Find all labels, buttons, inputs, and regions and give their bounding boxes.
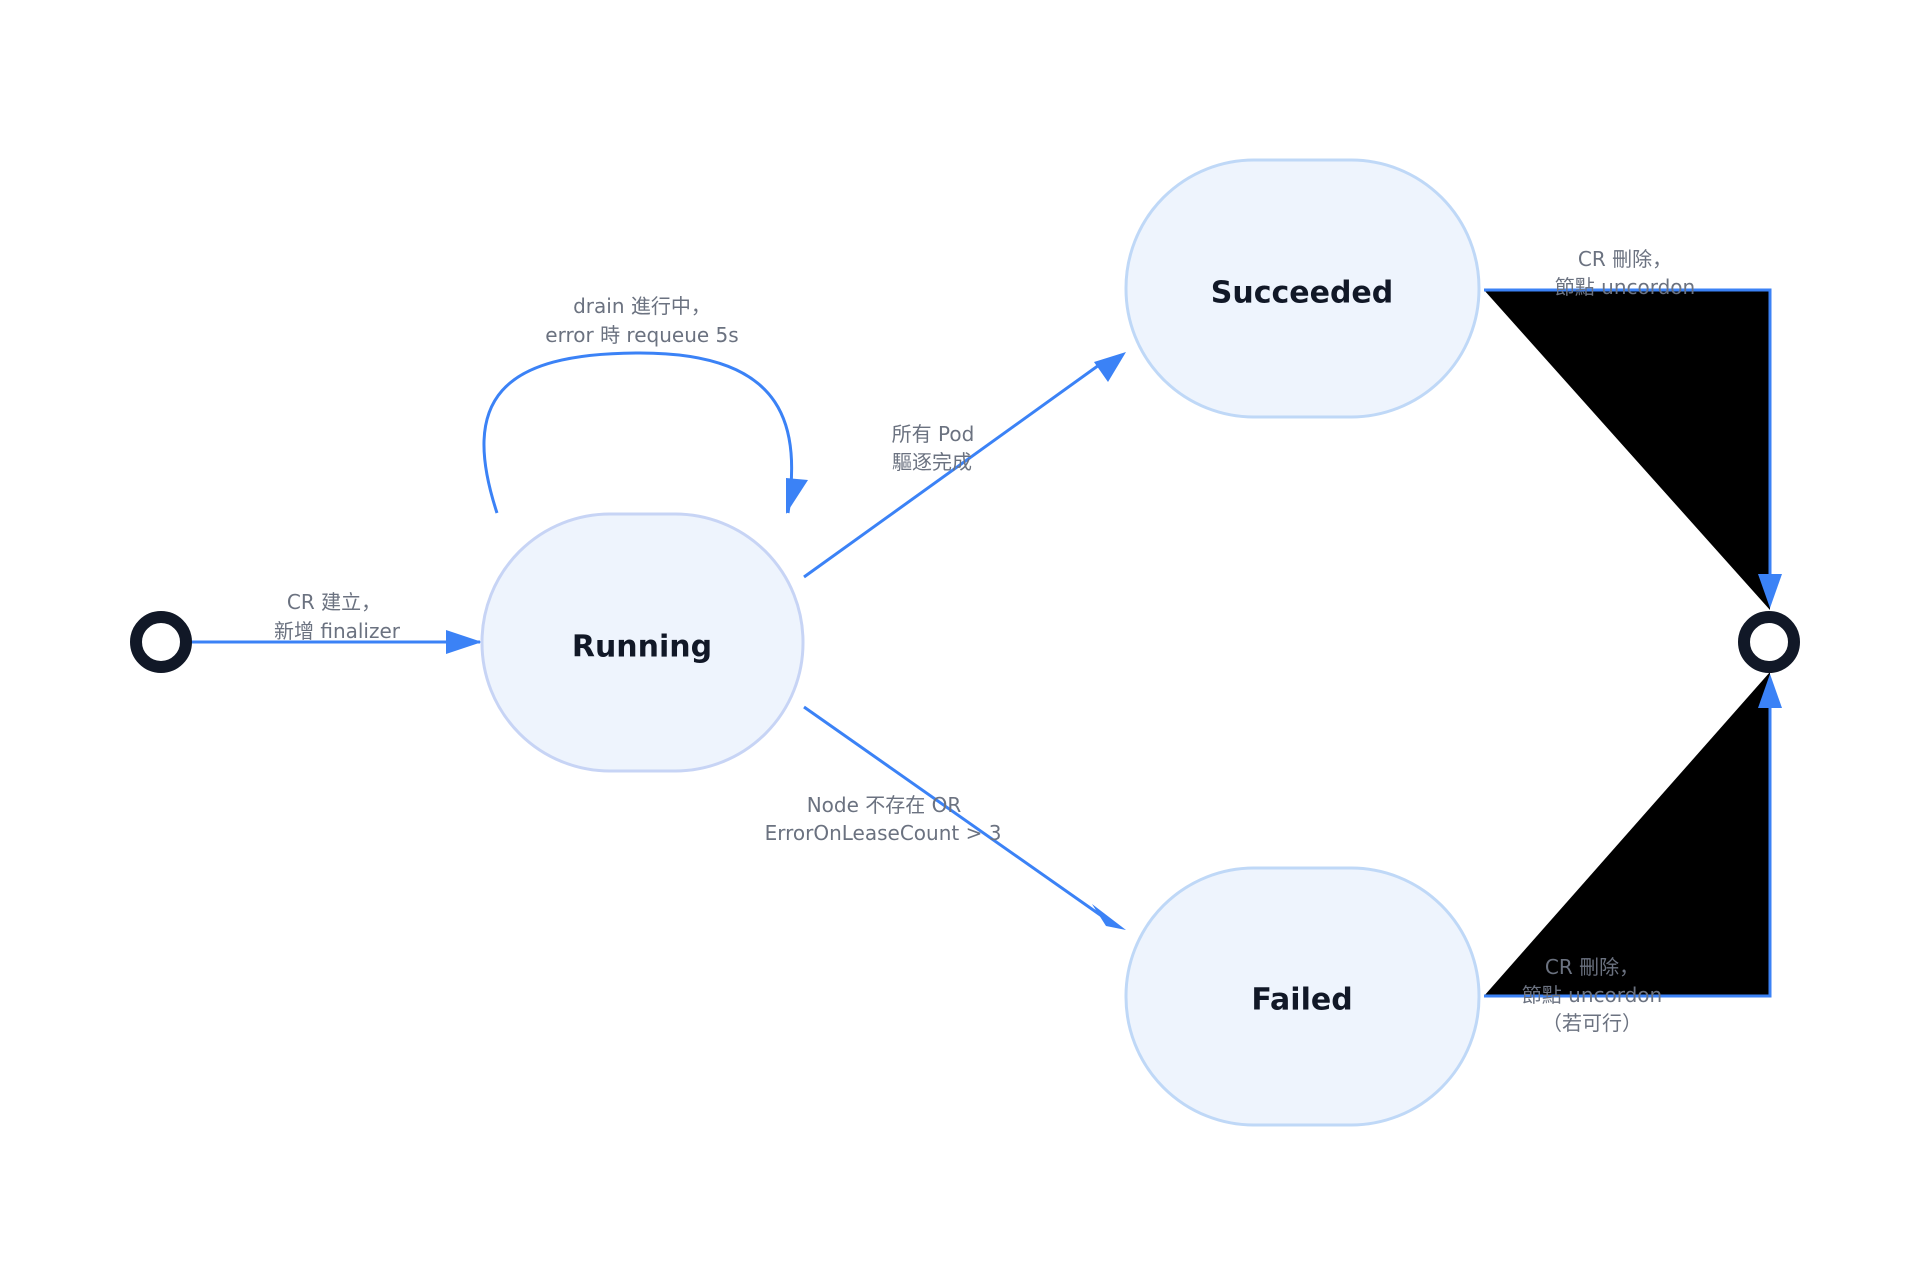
edge-succeeded-to-end bbox=[1484, 288, 1772, 604]
label-running-self-line1: drain 進行中， bbox=[573, 294, 711, 318]
arrowhead-end-bottom bbox=[1758, 674, 1782, 708]
arrowhead-succeeded-in bbox=[1094, 352, 1126, 382]
label-running-to-succeeded-line2: 驅逐完成 bbox=[892, 450, 972, 474]
state-failed[interactable]: Failed bbox=[1124, 866, 1481, 1127]
label-start-to-running-line2: 新增 finalizer bbox=[274, 619, 401, 643]
state-running[interactable]: Running bbox=[480, 512, 805, 773]
state-failed-label: Failed bbox=[1251, 983, 1352, 1018]
state-succeeded-label: Succeeded bbox=[1211, 276, 1394, 311]
failed-to-end-fill bbox=[1484, 672, 1770, 996]
state-failed-box bbox=[1124, 866, 1481, 1127]
label-succeeded-to-end-line1: CR 刪除， bbox=[1578, 247, 1672, 271]
arrowhead-failed-in bbox=[1092, 904, 1126, 930]
succeeded-to-end-fill bbox=[1484, 290, 1770, 610]
label-running-self-line2: error 時 requeue 5s bbox=[545, 323, 738, 347]
state-running-label: Running bbox=[572, 630, 712, 665]
edge-running-self-loop bbox=[482, 351, 794, 514]
label-failed-to-end-line2: 節點 uncordon bbox=[1522, 983, 1662, 1007]
arrowhead-running-in bbox=[446, 630, 482, 654]
edge-running-to-failed bbox=[803, 705, 1107, 921]
label-succeeded-to-end-line2: 節點 uncordon bbox=[1555, 275, 1695, 299]
arrowhead-end-top bbox=[1758, 574, 1782, 608]
label-failed-to-end-line3: （若可行） bbox=[1542, 1011, 1642, 1035]
edge-failed-to-end bbox=[1484, 678, 1772, 998]
state-succeeded[interactable]: Succeeded bbox=[1124, 158, 1481, 419]
end-node bbox=[1738, 611, 1800, 673]
state-running-box bbox=[480, 512, 805, 773]
start-node bbox=[130, 611, 192, 673]
label-running-to-failed-line2: ErrorOnLeaseCount > 3 bbox=[765, 821, 1002, 845]
label-start-to-running-line1: CR 建立， bbox=[287, 590, 381, 614]
state-succeeded-box bbox=[1124, 158, 1481, 419]
label-running-to-failed-line1: Node 不存在 OR bbox=[807, 793, 962, 817]
arrowhead-running-self bbox=[786, 478, 808, 514]
label-running-to-succeeded-line1: 所有 Pod bbox=[892, 422, 975, 446]
edge-running-to-succeeded bbox=[803, 358, 1107, 579]
label-failed-to-end-line1: CR 刪除， bbox=[1545, 955, 1639, 979]
